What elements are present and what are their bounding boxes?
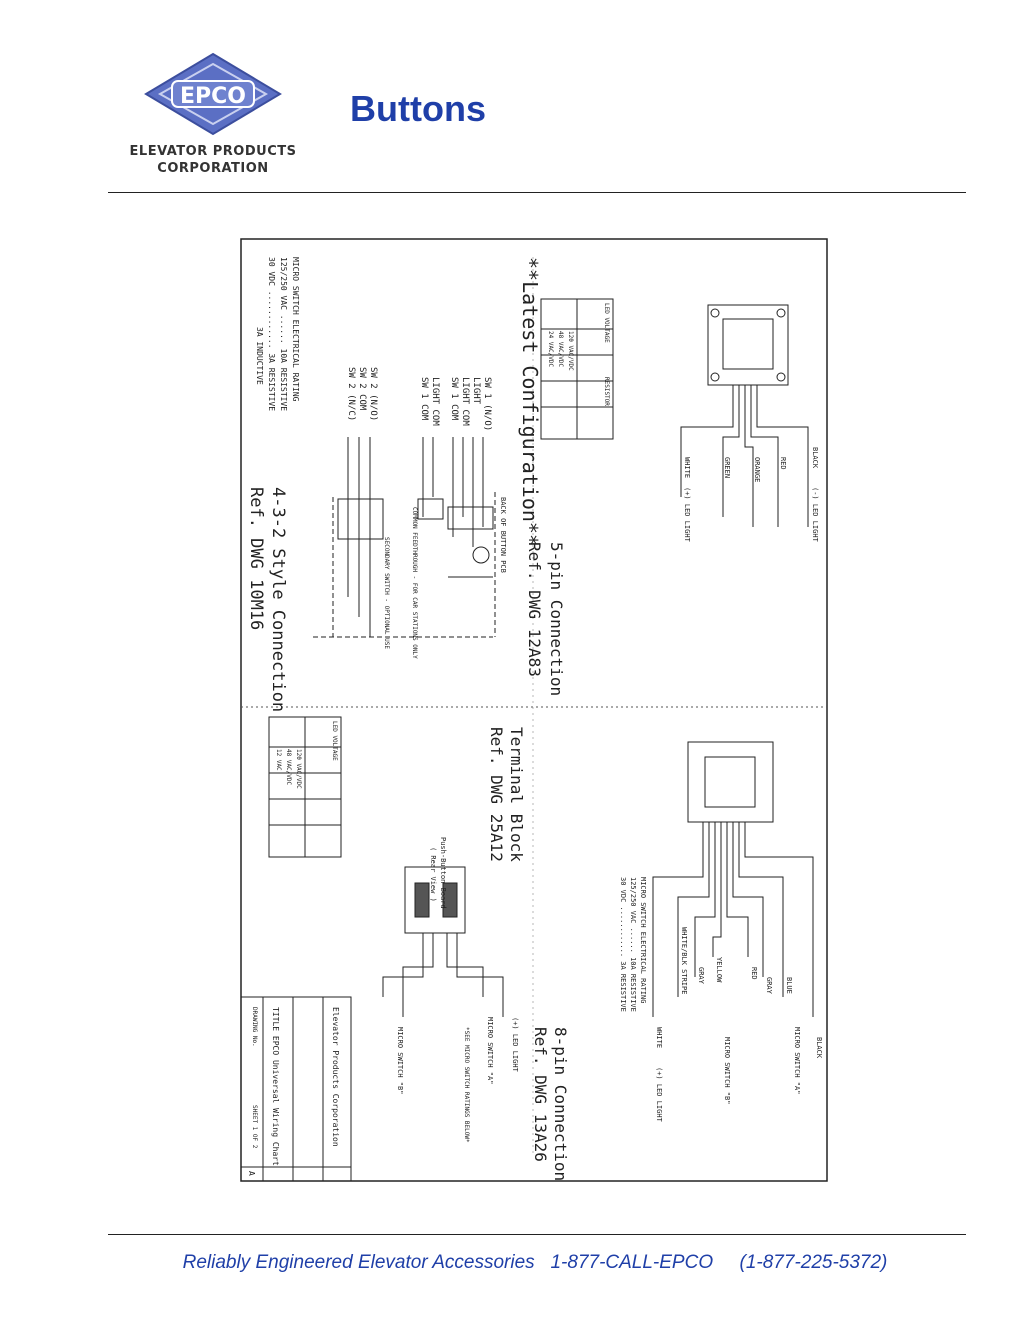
table-b-cell-2: 48 VAC/VDC: [285, 749, 292, 786]
header-divider: [108, 192, 966, 193]
page-title: Buttons: [350, 88, 486, 129]
push-button-board-label: Push-Button Board: [439, 837, 447, 909]
led-light-neg-5pin: (-) LED LIGHT: [811, 487, 819, 543]
rating-line-1: 125/250 VAC ...... 10A RESISTIVE: [279, 257, 288, 411]
table-cell-voltage-2: 48 VAC/VDC: [557, 331, 564, 368]
micro-switch-b-label: MICRO SWITCH "B": [396, 1027, 404, 1094]
label-sw1-no: SW 1 (N/O): [482, 377, 492, 431]
title-block-drawing-no: DRAWING No.: [251, 1007, 258, 1047]
switch-schematic: [313, 437, 496, 638]
wire-white-blk-8pin: WHITE/BLK STRIPE: [680, 927, 688, 994]
footer-divider: [108, 1234, 966, 1235]
wire-white-5pin: WHITE: [683, 457, 691, 478]
push-button-board: [382, 866, 504, 1017]
resistor-table-top: LED VOLTAGE RESISTOR 120 VAC/VDC 48 VAC/…: [540, 298, 614, 440]
led-light-terminal: (+) LED LIGHT: [511, 1017, 519, 1073]
label-light: LIGHT: [471, 377, 481, 405]
latest-config-title: **Latest Configuration**: [518, 257, 542, 546]
epco-diamond-icon: EPCO: [144, 52, 282, 136]
rating-line-2: 30 VDC ............ 3A RESISTIVE: [267, 257, 276, 411]
table-header-led-voltage: LED VOLTAGE: [603, 303, 610, 343]
eight-pin-title: 8-pin Connection: [551, 1027, 570, 1181]
rear-view-label: ( Rear View ): [429, 847, 437, 902]
title-block-title: TITLE EPCO Universal Wiring Chart: [271, 1007, 280, 1166]
wiring-diagram: **Latest Configuration** 4-3-2 Style Con…: [233, 237, 831, 1187]
table-cell-voltage-1: 120 VAC/VDC: [567, 331, 574, 371]
five-pin-board: [680, 304, 809, 527]
title-block-sheet: SHEET 1 OF 2: [251, 1105, 258, 1149]
label-sw2-no: SW 2 (N/O): [368, 367, 378, 421]
eight-pin-switch-a: MICRO SWITCH "A": [793, 1027, 801, 1094]
wire-red-5pin: RED: [779, 457, 787, 470]
led-light-pos-5pin: (+) LED LIGHT: [683, 487, 691, 543]
micro-switch-rating-heading: MICRO SWITCH ELECTRICAL RATING: [291, 257, 300, 402]
eight-pin-led-light: (+) LED LIGHT: [655, 1067, 663, 1123]
see-ratings-note: *SEE MICRO SWITCH RATINGS BELOW*: [463, 1027, 470, 1143]
five-pin-title: 5-pin Connection: [547, 542, 566, 696]
ref-dwg-10m16: Ref. DWG 10M16: [246, 487, 266, 630]
title-block-rev: A: [247, 1171, 256, 1176]
table-b-cell-1: 120 VAC/VDC: [295, 749, 302, 789]
label-sw2-nc: SW 2 (N/C): [346, 367, 356, 421]
rating-line-3: 3A INDUCTIVE: [255, 327, 264, 385]
epco-logo: EPCO ELEVATOR PRODUCTS CORPORATION: [108, 52, 318, 182]
terminal-block-title: Terminal Block: [507, 727, 526, 862]
wire-yellow-8pin: YELLOW: [715, 957, 723, 983]
table-cell-voltage-3: 24 VAC/VDC: [547, 331, 554, 368]
common-feedthrough-note: COMMON FEEDTHROUGH - FOR CAR STATIONS ON…: [411, 507, 418, 659]
eight-pin-switch-b: MICRO SWITCH "B": [723, 1037, 731, 1104]
logo-company-line1: ELEVATOR PRODUCTS: [129, 144, 297, 159]
footer-phone-numeric: (1-877-225-5372): [739, 1252, 888, 1273]
eight-pin-rating-heading: MICRO SWITCH ELECTRICAL RATING: [639, 877, 647, 1003]
wire-black-5pin: BLACK: [811, 447, 819, 469]
micro-switch-a-label: MICRO SWITCH "A": [486, 1017, 494, 1084]
terminal-block-ref: Ref. DWG 25A12: [487, 727, 506, 862]
wire-white-8pin: WHITE: [655, 1027, 663, 1048]
wire-blue-8pin: BLUE: [785, 977, 793, 994]
footer-tagline: Reliably Engineered Elevator Accessories…: [0, 1252, 1024, 1274]
title-block: [240, 996, 352, 1182]
wire-black-8pin: BLACK: [815, 1037, 823, 1059]
table-b-cell-3: 12 VAC: [275, 749, 282, 771]
wire-red-8pin: RED: [750, 967, 758, 980]
label-light-com: LIGHT COM: [460, 377, 470, 426]
footer-phone-alpha: 1-877-CALL-EPCO: [550, 1252, 714, 1273]
eight-pin-rating-2: 30 VDC ............ 3A RESISTIVE: [619, 877, 627, 1012]
label-sw2-com: SW 2 COM: [357, 367, 367, 411]
eight-pin-rating-1: 125/250 VAC ...... 10A RESISTIVE: [629, 877, 637, 1012]
table-b-header-led: LED VOLTAGE: [331, 721, 338, 761]
wire-gray-8pin: GRAY: [765, 977, 773, 995]
resistor-table-bottom: LED VOLTAGE 120 VAC/VDC 48 VAC/VDC 12 VA…: [268, 716, 342, 858]
table-header-resistor: RESISTOR: [603, 377, 610, 406]
eight-pin-board: [652, 741, 814, 1017]
label-sw1-com: SW 1 COM: [449, 377, 459, 421]
title-block-company: Elevator Products Corporation: [331, 1007, 340, 1147]
label-sw1-com-2: SW 1 COM: [419, 377, 429, 421]
style-connection-caption: 4-3-2 Style Connection: [268, 487, 288, 712]
footer-tagline-text: Reliably Engineered Elevator Accessories: [182, 1252, 535, 1273]
wire-gray-2-8pin: GRAY: [697, 967, 705, 985]
wire-green-5pin: GREEN: [723, 457, 731, 478]
svg-text:EPCO: EPCO: [180, 84, 246, 109]
logo-company-line2: CORPORATION: [157, 161, 269, 176]
label-light-com-2: LIGHT COM: [430, 377, 440, 426]
secondary-switch-note: SECONDARY SWITCH - OPTIONAL USE: [383, 537, 390, 649]
back-of-button-pcb: BACK OF BUTTON PCB: [499, 497, 507, 573]
wire-orange-5pin: ORANGE: [753, 457, 761, 482]
five-pin-ref: Ref. DWG 12A83: [525, 542, 544, 677]
eight-pin-ref: Ref. DWG 13A26: [531, 1027, 550, 1162]
